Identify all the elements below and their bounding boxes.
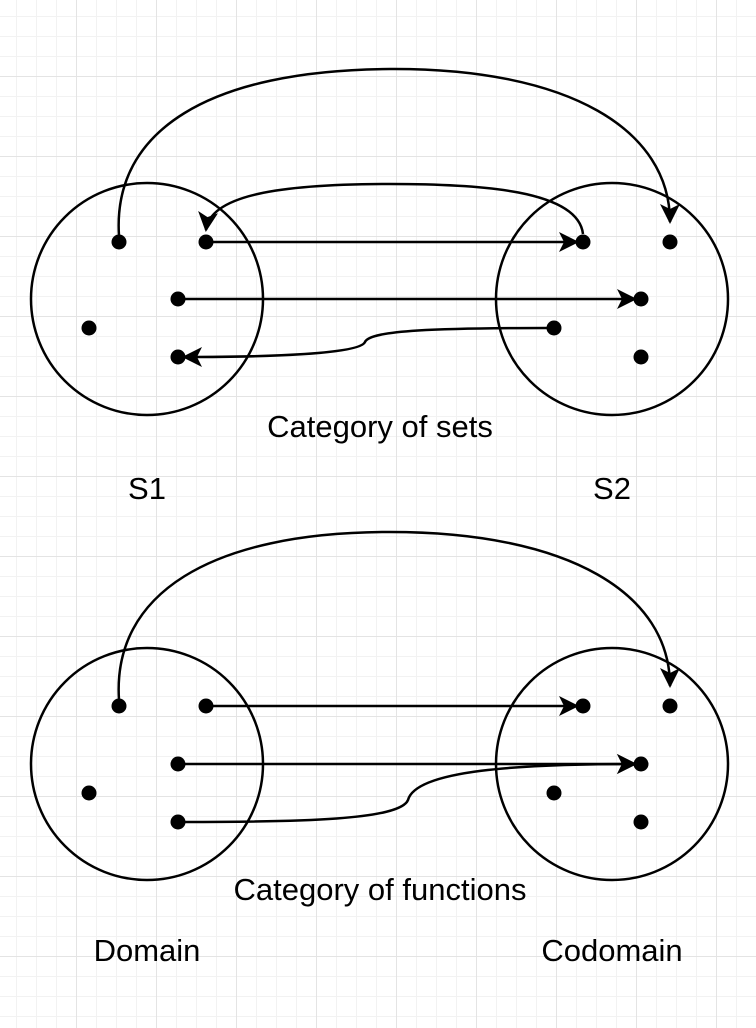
morphism-arrow [182,326,549,367]
codomain-element [633,814,649,830]
morphism-arrow [198,182,585,235]
function-arrow [183,754,637,824]
codomain-element [575,698,591,714]
set-s2-label: S2 [593,471,631,506]
s2-element [662,234,678,250]
function-arrow [117,530,680,701]
s1-element [170,291,186,307]
s2-element [575,234,591,250]
morphism-arrow [117,67,680,237]
s1-element [81,320,97,336]
codomain-element [546,785,562,801]
sets-caption: Category of sets [267,409,493,444]
s1-element [111,234,127,250]
domain-element [170,756,186,772]
set-s1-label: S1 [128,471,166,506]
functions-diagram: Category of functions Domain Codomain [29,530,730,968]
domain-element [81,785,97,801]
s2-element [633,291,649,307]
codomain-element [633,756,649,772]
domain-element [198,698,214,714]
codomain-element [662,698,678,714]
domain-element [111,698,127,714]
sets-diagram: Category of sets S1 S2 [29,67,730,506]
s2-element [633,349,649,365]
s1-element [170,349,186,365]
domain-element [170,814,186,830]
functions-caption: Category of functions [234,872,527,907]
s1-element [198,234,214,250]
domain-label: Domain [94,933,201,968]
codomain-label: Codomain [541,933,682,968]
s2-element [546,320,562,336]
